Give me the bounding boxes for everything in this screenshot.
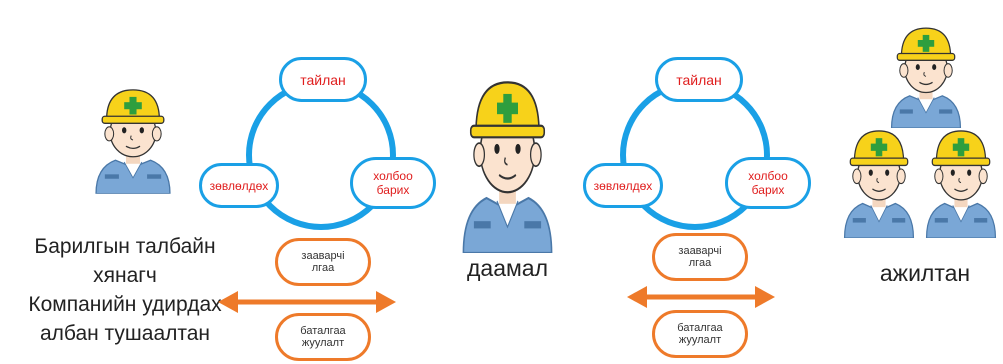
cycle-left-contact: холбоо барих (350, 157, 436, 209)
foreman-caption: даамал (466, 255, 549, 281)
foreman-figure (455, 65, 560, 253)
double-arrow-left (218, 291, 396, 313)
site-supervisor-caption: Барилгын талбайн хянагч Компанийн удирда… (0, 232, 250, 348)
confirmation-left: баталгаа жуулалт (275, 313, 371, 361)
worker-figure-left (838, 120, 920, 238)
worker-caption: ажилтан (879, 260, 971, 286)
site-supervisor-figure (89, 68, 177, 205)
worker-figure-right (920, 120, 1002, 238)
cycle-left-report: тайлан (279, 57, 367, 102)
caption-line: Барилгын талбайн (34, 235, 216, 258)
cycle-right-contact: холбоо барих (725, 157, 811, 209)
caption-line: албан тушаалтан (39, 322, 211, 345)
cycle-right-consult: зөвлөлдөх (583, 163, 663, 208)
caption-line: хянагч (93, 264, 157, 287)
confirmation-right: баталгаа жуулалт (652, 310, 748, 358)
instruction-left: зааварчi лгаа (275, 238, 371, 286)
worker-figure-top (885, 18, 967, 128)
cycle-right-report: тайлан (655, 57, 743, 102)
caption-line: Компанийн удирдах (28, 293, 222, 316)
instruction-right: зааварчi лгаа (652, 233, 748, 281)
cycle-left-consult: зөвлөлдөх (199, 163, 279, 208)
double-arrow-right (627, 286, 775, 308)
